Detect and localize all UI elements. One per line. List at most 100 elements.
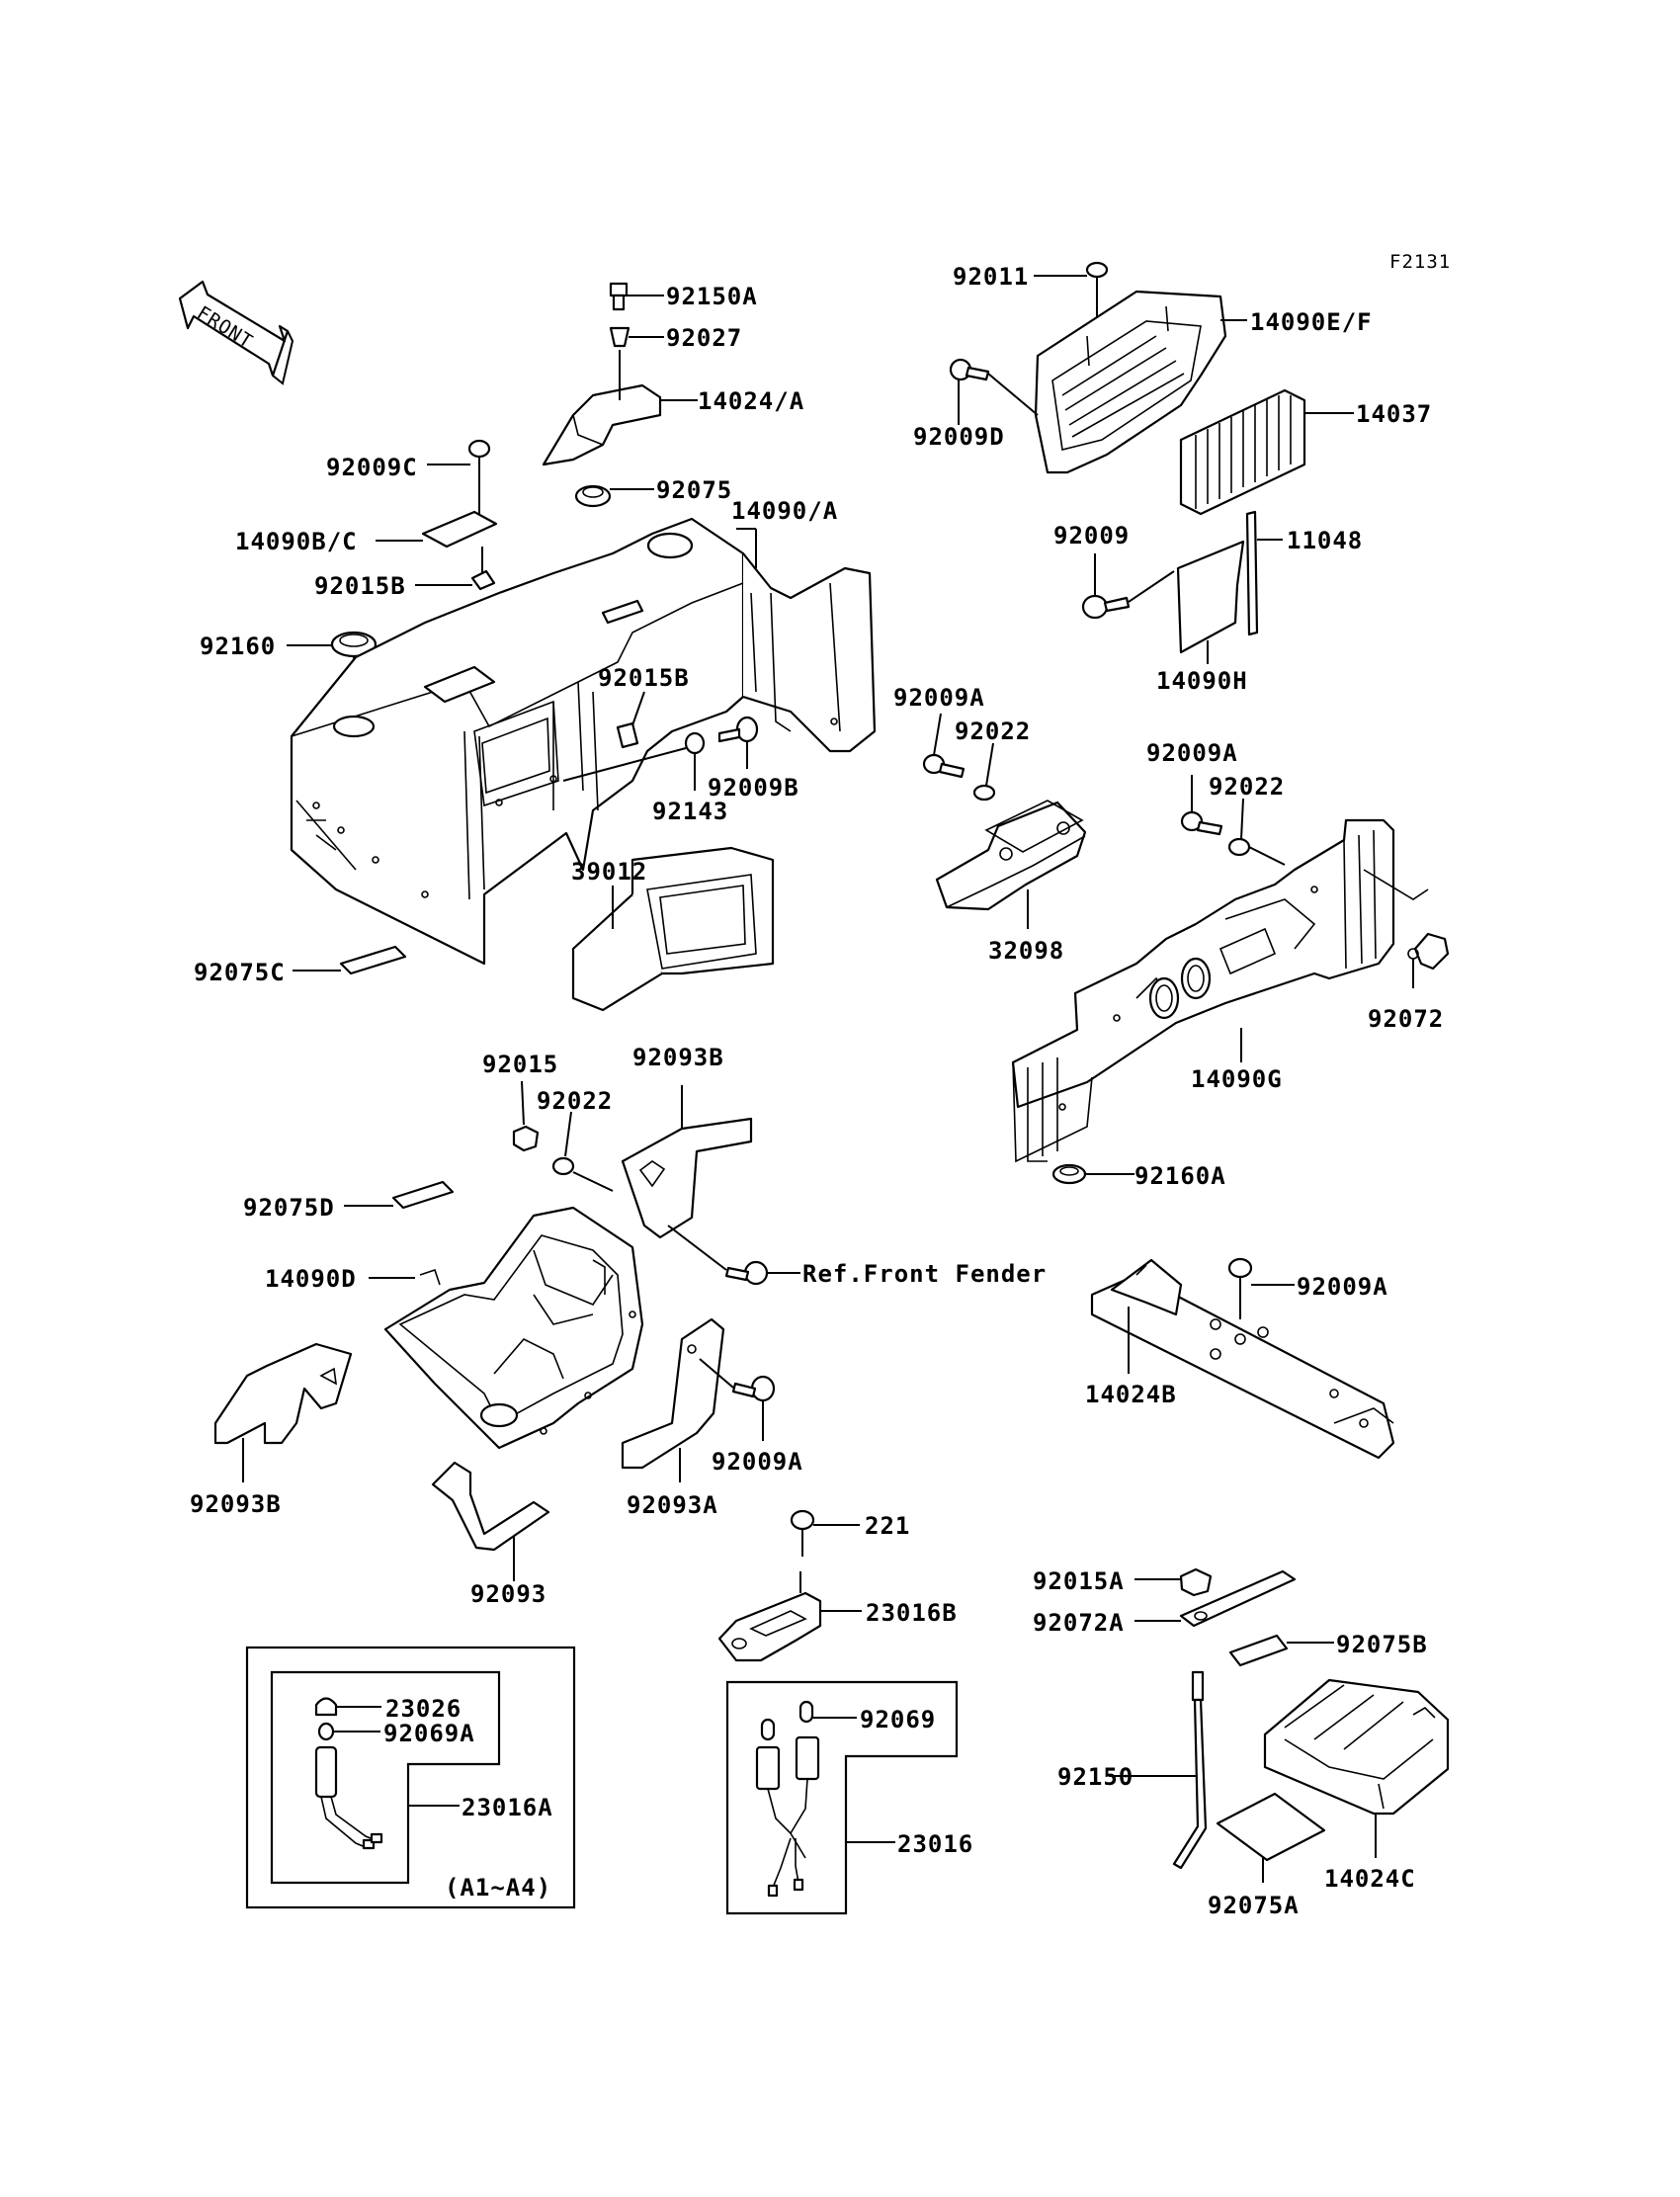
label-92093a: 92093A [627, 1491, 718, 1519]
label-92093b-lower: 92093B [190, 1490, 282, 1518]
screw-92009b [717, 716, 759, 769]
bar-11048 [1245, 510, 1283, 636]
box-23016 [725, 1680, 959, 1915]
label-11048: 11048 [1287, 527, 1363, 554]
screw-92009a-lower [699, 1358, 776, 1441]
grommet-92160a [1051, 1163, 1134, 1185]
collar-92143 [562, 731, 706, 791]
collar-92027 [609, 326, 664, 348]
label-14090h: 14090H [1156, 667, 1248, 695]
label-92022-right: 92022 [1209, 773, 1285, 801]
screw-92009a-mid [922, 713, 966, 779]
ref-front-fender: Ref.Front Fender [802, 1260, 1047, 1288]
label-92009c: 92009C [326, 454, 418, 481]
label-23026: 23026 [385, 1695, 462, 1723]
tray-14090d [369, 1206, 644, 1450]
label-92150a: 92150A [666, 283, 758, 310]
stay-92072a [1134, 1569, 1297, 1628]
louver-14090ef [1034, 290, 1247, 474]
switch-23016b [717, 1571, 862, 1662]
plate-14024b [1090, 1258, 1395, 1460]
label-92160: 92160 [200, 633, 276, 660]
socket-23016a [314, 1745, 460, 1850]
label-14024b: 14024B [1085, 1381, 1177, 1408]
label-92009a-plate: 92009A [1297, 1273, 1388, 1301]
label-14024c: 14024C [1324, 1865, 1416, 1893]
duct-39012 [571, 846, 775, 1012]
front-arrow-icon: FRONT [178, 280, 294, 385]
label-92075a: 92075A [1208, 1892, 1300, 1919]
bulb-92069 [760, 1700, 857, 1741]
label-92075d: 92075D [243, 1194, 335, 1222]
screw-ref-front-fender [667, 1225, 800, 1286]
label-92022-lower: 92022 [537, 1087, 613, 1115]
label-92011: 92011 [953, 263, 1029, 291]
bracket-92093a [621, 1317, 725, 1482]
label-92027: 92027 [666, 324, 742, 352]
label-92069a: 92069A [383, 1720, 475, 1747]
label-92093b-top: 92093B [632, 1044, 724, 1071]
label-14090g: 14090G [1191, 1065, 1283, 1093]
bracket-14024a [542, 350, 698, 466]
label-39012: 39012 [571, 858, 647, 886]
bracket-92093b-lower [213, 1342, 353, 1482]
box-32098 [935, 800, 1087, 929]
label-14090d: 14090D [265, 1265, 357, 1293]
harness-23016 [755, 1735, 895, 1898]
label-92072: 92072 [1368, 1005, 1444, 1033]
label-92009a-mid: 92009A [893, 684, 985, 712]
heatsink-14037 [1179, 388, 1354, 516]
bracket-92093 [431, 1461, 550, 1581]
label-32098: 32098 [988, 937, 1064, 965]
grommet-92075 [574, 484, 654, 508]
pad-92075c [293, 945, 407, 975]
label-92009a-lower: 92009A [712, 1448, 803, 1476]
label-92015b-top: 92015B [314, 572, 406, 600]
box-23016a [245, 1646, 576, 1909]
label-23016b: 23016B [866, 1599, 958, 1627]
washer-92022-lower [551, 1111, 614, 1192]
screw-92009 [1081, 553, 1175, 620]
housing-14090a [290, 517, 877, 966]
pad-92075b [1228, 1634, 1334, 1667]
nut-92015a [1134, 1567, 1213, 1597]
clip-92015b-mid [616, 691, 645, 749]
label-92009d: 92009D [913, 423, 1005, 451]
bracket-92093b-top [621, 1085, 753, 1239]
pad-92075d [344, 1180, 455, 1210]
label-92009b: 92009B [708, 774, 799, 802]
screw-221 [790, 1509, 860, 1557]
label-23016: 23016 [897, 1830, 973, 1858]
label-92093: 92093 [470, 1580, 546, 1608]
label-221: 221 [865, 1512, 910, 1540]
plate-14090h [1176, 540, 1245, 664]
screw-92009a-plate [1227, 1257, 1295, 1319]
nut-92015 [512, 1080, 540, 1152]
bulb-23026 [314, 1697, 381, 1717]
label-92075b: 92075B [1336, 1631, 1428, 1658]
figure-code: F2131 [1389, 251, 1451, 273]
screw-92009d [949, 358, 1039, 425]
label-92022-mid: 92022 [955, 718, 1031, 745]
label-14024a: 14024/A [698, 387, 804, 415]
rod-92150 [1109, 1670, 1208, 1870]
label-92072a: 92072A [1033, 1609, 1125, 1637]
label-92150: 92150 [1057, 1763, 1134, 1791]
label-14090a: 14090/A [731, 497, 838, 525]
label-92069: 92069 [860, 1706, 936, 1733]
note-a1-a4: (A1~A4) [445, 1874, 551, 1901]
cover-14090bc [376, 510, 498, 549]
label-92015a: 92015A [1033, 1567, 1125, 1595]
screw-92009c [427, 439, 491, 514]
washer-92022-right [1227, 798, 1286, 866]
label-92015: 92015 [482, 1051, 558, 1078]
bolt-92150a [609, 282, 664, 311]
label-92143: 92143 [652, 798, 728, 825]
clip-92015b-top [415, 547, 496, 591]
screw-92009a-right [1180, 775, 1223, 836]
case-14024c [1263, 1678, 1450, 1858]
bulb-92069a [317, 1722, 380, 1741]
label-14037: 14037 [1356, 400, 1432, 428]
